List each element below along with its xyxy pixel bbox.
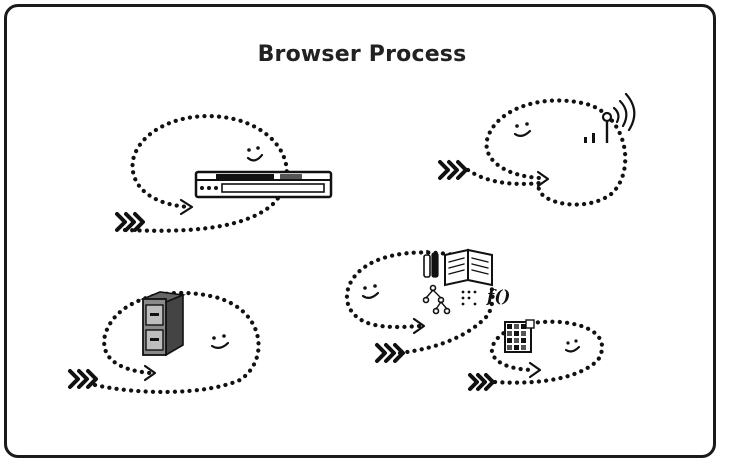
antenna-signal-icon: [584, 92, 636, 143]
storage-thread: [68, 290, 261, 395]
network-thread: [438, 92, 636, 207]
renderer-thread: f(): [344, 248, 510, 363]
compositor-thread: [468, 319, 605, 391]
network-thread-smile-icon: [513, 122, 532, 138]
tile-grid-icon: [504, 319, 535, 353]
compositor-thread-smile-icon: [564, 339, 581, 353]
renderer-thread-smile-icon: [361, 284, 380, 300]
network-thread-chevrons-icon: [438, 160, 468, 180]
dot-matrix-icon: [461, 290, 477, 306]
storage-thread-smile-icon: [210, 334, 230, 350]
storage-thread-loop: [92, 290, 261, 395]
ui-thread-arrow-icon: [179, 198, 194, 216]
ui-thread-chevrons-icon: [115, 212, 145, 232]
file-cabinet-icon: [139, 291, 187, 357]
browser-window-icon: [194, 170, 333, 199]
network-thread-arrow-icon: [536, 170, 550, 188]
browser-process-frame: [4, 4, 716, 458]
renderer-thread-chevrons-icon: [375, 343, 405, 363]
compositor-thread-arrow-icon: [528, 361, 542, 379]
tools-icon: [423, 250, 439, 278]
ui-thread: [115, 114, 333, 233]
renderer-thread-loop: [344, 250, 495, 356]
storage-thread-arrow-icon: [143, 364, 157, 382]
renderer-thread-arrow-icon: [412, 317, 426, 335]
compositor-thread-chevrons-icon: [468, 373, 495, 391]
open-book-icon: [444, 248, 493, 287]
network-thread-loop: [465, 98, 628, 207]
storage-thread-chevrons-icon: [68, 369, 98, 389]
function-glyph: f(): [486, 287, 510, 307]
compositor-thread-loop: [489, 319, 605, 385]
tree-structure-icon: [422, 284, 451, 315]
diagram-title: Browser Process: [257, 42, 467, 67]
ui-thread-smile-icon: [246, 146, 264, 162]
ui-thread-loop: [122, 114, 289, 233]
